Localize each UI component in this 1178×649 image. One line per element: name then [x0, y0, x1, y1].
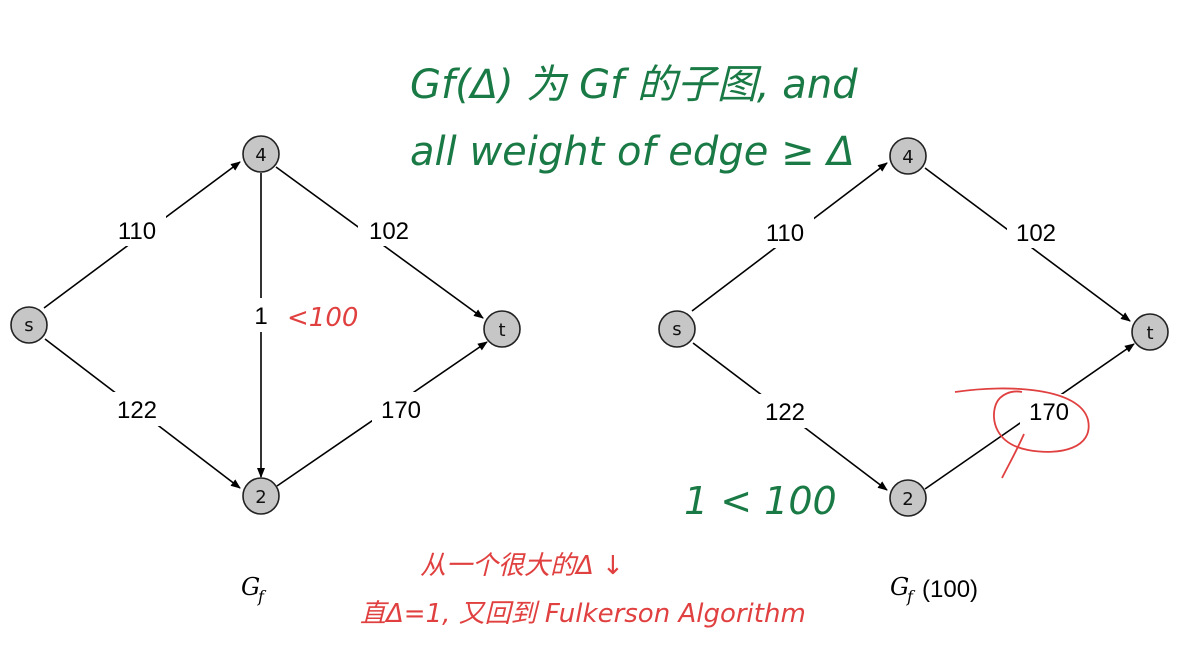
edge-label-s-2-right: 122 — [765, 399, 805, 426]
svg-text:(100): (100) — [922, 576, 978, 603]
node-t-left: t — [483, 310, 521, 348]
svg-text:4: 4 — [902, 147, 913, 168]
svg-text:f: f — [906, 587, 916, 606]
node-t-right: t — [1131, 313, 1169, 351]
svg-text:s: s — [672, 319, 681, 340]
green-annotation-line1: Gf(Δ) 为 Gf 的子图, and — [410, 62, 858, 108]
red-annotation-line1: 从一个很大的Δ ↓ — [420, 551, 624, 581]
red-tick-mark — [1001, 433, 1025, 479]
node-2-left: 2 — [242, 477, 280, 515]
node-s-left: s — [10, 306, 48, 344]
edge-label-s-2: 122 — [117, 397, 157, 424]
svg-text:G: G — [241, 573, 260, 601]
node-4-left: 4 — [242, 135, 280, 173]
caption-left: G f — [241, 573, 267, 606]
edge-label-4-t: 102 — [369, 218, 409, 245]
red-annotation-line2: 直Δ=1, 又回到 Fulkerson Algorithm — [360, 599, 806, 629]
svg-text:G: G — [890, 573, 909, 601]
graph-right: 110 102 122 170 s 4 2 t — [658, 137, 1169, 606]
red-annotation-edge: <100 — [287, 303, 358, 333]
caption-right: G f (100) — [890, 573, 978, 606]
edge-label-s-4-right: 110 — [766, 220, 804, 247]
edge-label-2-t-right: 170 — [1029, 399, 1069, 426]
node-2-right: 2 — [889, 479, 927, 517]
graph-left: 110 102 1 122 170 s 4 2 t — [10, 135, 521, 606]
node-4-right: 4 — [889, 137, 927, 175]
edge-label-2-t: 170 — [381, 397, 421, 424]
green-annotation-line2: all weight of edge ≥ Δ — [410, 129, 855, 175]
edge-label-4-t-right: 102 — [1016, 220, 1056, 247]
svg-text:f: f — [257, 587, 267, 606]
svg-text:s: s — [24, 315, 33, 336]
svg-text:2: 2 — [255, 487, 266, 508]
svg-text:t: t — [498, 320, 505, 341]
svg-text:t: t — [1146, 323, 1153, 344]
green-annotation-note: 1 < 100 — [684, 479, 837, 523]
svg-text:2: 2 — [902, 489, 913, 510]
edge-label-4-2: 1 — [254, 303, 267, 330]
red-circle-mark — [954, 387, 1090, 453]
edge-label-s-4: 110 — [118, 218, 156, 245]
node-s-right: s — [658, 310, 696, 348]
svg-text:4: 4 — [255, 145, 266, 166]
